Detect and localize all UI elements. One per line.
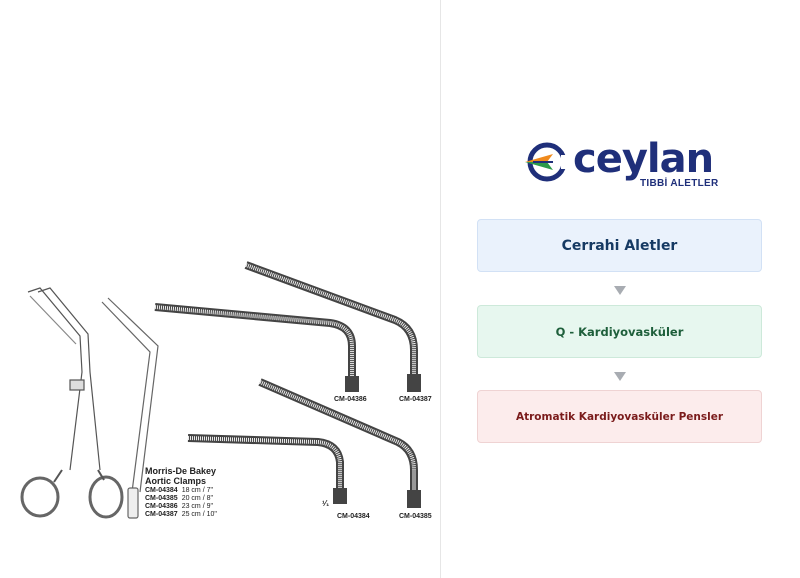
page-divider — [440, 0, 441, 578]
category-level-1[interactable]: Cerrahi Aletler — [477, 219, 762, 272]
jaw-label: CM-04387 — [399, 396, 432, 403]
scale-label: ¹⁄₁ — [322, 499, 330, 508]
product-title: Morris-De Bakey — [145, 466, 217, 476]
product-subtitle: Aortic Clamps — [145, 476, 207, 486]
category-level-1-label: Cerrahi Aletler — [561, 237, 678, 254]
single-jaw-illustration — [101, 297, 159, 519]
jaw-cm-04385 — [258, 378, 421, 508]
category-level-3[interactable]: Atromatik Kardiyovasküler Pensler — [477, 390, 762, 443]
brand-name: ceylan — [573, 136, 714, 182]
brand-emblem-icon — [525, 142, 575, 182]
jaw-cm-04386 — [154, 303, 359, 392]
brand-subtitle: TIBBİ ALETLER — [640, 178, 719, 189]
jaw-cm-04387 — [244, 261, 421, 392]
down-arrow-icon — [614, 286, 626, 295]
down-arrow-icon — [614, 372, 626, 381]
category-level-2[interactable]: Q - Kardiyovasküler — [477, 305, 762, 358]
brand-logo: ceylan TIBBİ ALETLER — [523, 136, 723, 198]
jaw-label: CM-04386 — [334, 396, 367, 403]
jaw-label: CM-04384 — [337, 513, 370, 520]
jaw-cm-04384 — [187, 434, 347, 504]
clamp-illustration — [20, 287, 124, 519]
category-level-3-label: Atromatik Kardiyovasküler Pensler — [515, 410, 724, 423]
jaw-label: CM-04385 — [399, 513, 432, 520]
instrument-illustrations — [20, 261, 421, 519]
category-level-2-label: Q - Kardiyovasküler — [555, 324, 684, 339]
